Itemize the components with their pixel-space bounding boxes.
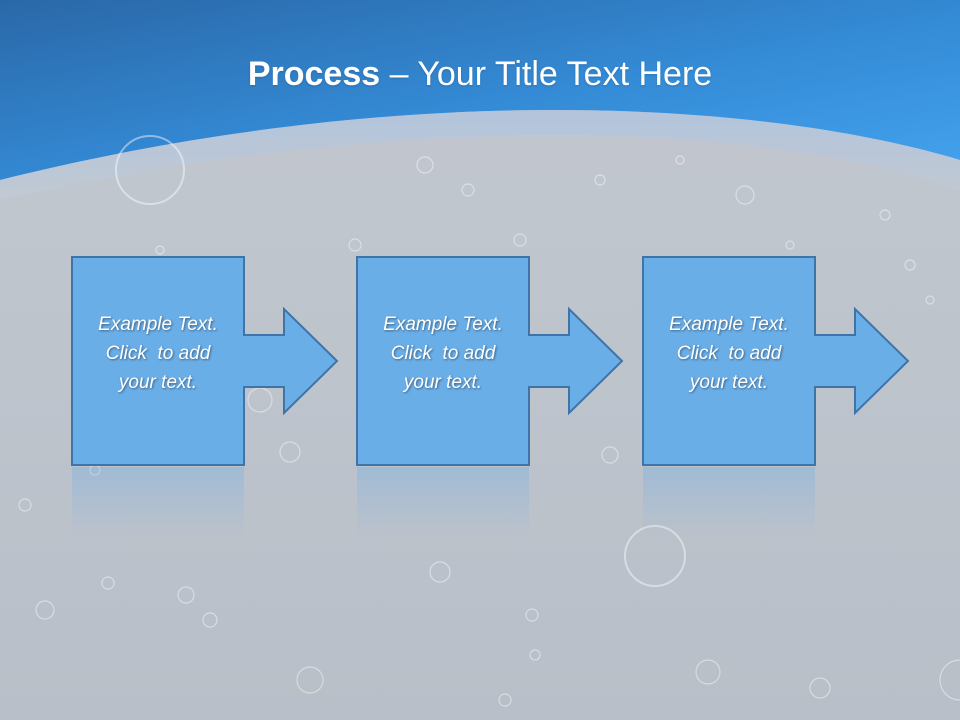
process-step-text[interactable]: Example Text. Click to add your text. bbox=[357, 310, 529, 397]
process-step-reflection bbox=[72, 467, 244, 537]
process-step-text-line: your text. bbox=[403, 372, 483, 393]
bubble bbox=[594, 174, 606, 186]
bubble bbox=[904, 259, 916, 271]
title-bold-part: Process bbox=[247, 55, 381, 93]
bubble bbox=[202, 612, 218, 628]
process-step-text[interactable]: Example Text. Click to add your text. bbox=[643, 310, 815, 397]
bubble bbox=[785, 240, 795, 250]
bubble bbox=[879, 209, 891, 221]
bubble bbox=[348, 238, 362, 252]
process-step-text-line: Example Text. bbox=[383, 314, 503, 335]
process-step-text-line: Example Text. bbox=[98, 314, 218, 335]
bubble bbox=[601, 446, 619, 464]
bubble bbox=[809, 677, 831, 699]
bubble bbox=[675, 155, 685, 165]
process-step-text-line: Click to add bbox=[390, 343, 496, 364]
process-step-text-line: your text. bbox=[118, 372, 198, 393]
bubble bbox=[296, 666, 324, 694]
bubble bbox=[279, 441, 301, 463]
process-step-text[interactable]: Example Text. Click to add your text. bbox=[72, 310, 244, 397]
bubble bbox=[155, 245, 165, 255]
process-step-shape[interactable] bbox=[642, 256, 910, 466]
bubble bbox=[735, 185, 755, 205]
bubble bbox=[177, 586, 195, 604]
bubble bbox=[416, 156, 434, 174]
bubble bbox=[101, 576, 115, 590]
bubble bbox=[461, 183, 475, 197]
process-step-text-line: Click to add bbox=[676, 343, 782, 364]
process-step-shape[interactable] bbox=[71, 256, 339, 466]
slide-title[interactable]: Process – Your Title Text Here bbox=[0, 52, 960, 96]
bubble bbox=[695, 659, 721, 685]
process-step-reflection bbox=[357, 467, 529, 537]
bubble bbox=[498, 693, 512, 707]
bubble bbox=[35, 600, 55, 620]
bubble bbox=[525, 608, 539, 622]
process-step-shape[interactable] bbox=[356, 256, 624, 466]
bubble bbox=[115, 135, 185, 205]
bubble bbox=[939, 659, 960, 701]
bubble bbox=[925, 295, 935, 305]
bubble bbox=[513, 233, 527, 247]
title-rest-part: – Your Title Text Here bbox=[380, 55, 713, 93]
bubble bbox=[429, 561, 451, 583]
process-step-text-line: Click to add bbox=[105, 343, 211, 364]
process-step-reflection bbox=[643, 467, 815, 537]
header-arc-highlight bbox=[0, 110, 960, 200]
header-band bbox=[0, 0, 960, 180]
bubble bbox=[18, 498, 32, 512]
process-step-text-line: Example Text. bbox=[669, 314, 789, 335]
process-step-text-line: your text. bbox=[689, 372, 769, 393]
bubble bbox=[529, 649, 541, 661]
